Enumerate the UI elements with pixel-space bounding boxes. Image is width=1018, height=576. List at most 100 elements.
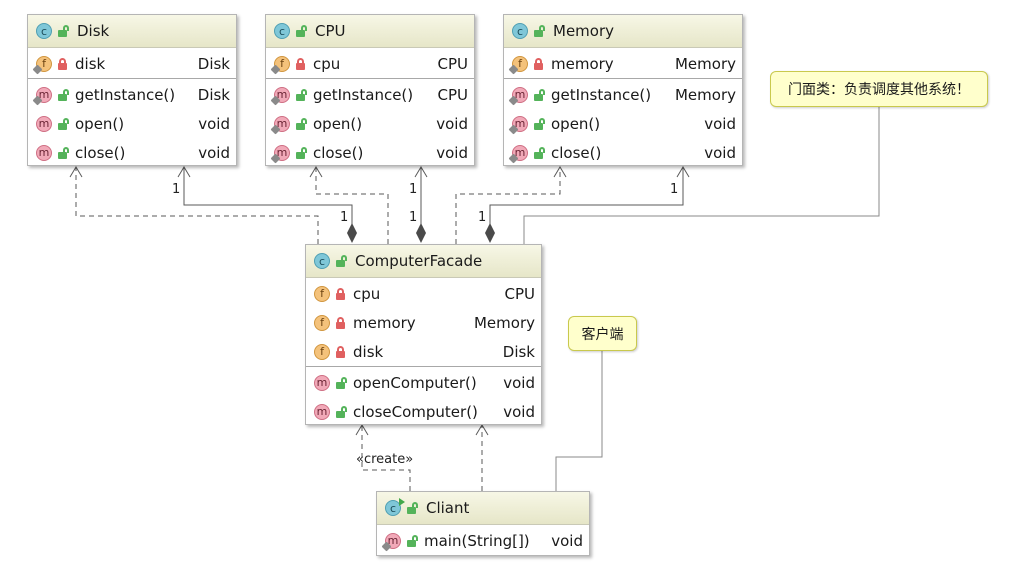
field-type: Memory (473, 313, 535, 332)
method-icon: m (270, 86, 290, 105)
field-name: memory (551, 54, 614, 73)
composition-facade-disk (183, 167, 353, 234)
field-name: disk (353, 342, 384, 361)
field-type: Memory (674, 54, 736, 73)
method-type: void (198, 143, 230, 162)
class-cpu[interactable]: c CPU f cpu CPU m getInstance() CPU m op… (265, 14, 475, 166)
field-name: cpu (353, 284, 381, 303)
method-row[interactable]: m close() void (28, 138, 236, 167)
class-name: CPU (315, 22, 346, 40)
field-row[interactable]: f disk Disk (306, 337, 541, 366)
field-icon: f (314, 285, 330, 302)
class-computer-facade-header[interactable]: c ComputerFacade (306, 245, 541, 278)
field-type: Disk (502, 342, 535, 361)
method-row[interactable]: m main(String[]) void (377, 526, 589, 555)
private-lock-icon (335, 316, 347, 329)
method-row[interactable]: m getInstance() Memory (504, 80, 742, 109)
field-row[interactable]: f cpu CPU (266, 49, 474, 78)
composition-diamond-cpu (416, 223, 426, 243)
field-icon: f (314, 343, 330, 360)
multiplicity-disk-bottom: 1 (340, 210, 349, 225)
note-link-client (555, 350, 603, 491)
facade-note[interactable]: 门面类：负责调度其他系统！ (770, 71, 988, 107)
method-type: void (436, 114, 468, 133)
field-type: Disk (197, 54, 230, 73)
private-lock-icon (533, 57, 545, 70)
method-type: Memory (674, 85, 736, 104)
dependency-facade-memory (455, 167, 561, 244)
class-cliant-header[interactable]: c Cliant (377, 492, 589, 525)
client-note[interactable]: 客户端 (568, 316, 637, 351)
field-row[interactable]: f memory Memory (504, 49, 742, 78)
public-lock-icon (335, 406, 347, 418)
field-name: disk (75, 54, 106, 73)
field-row[interactable]: f memory Memory (306, 308, 541, 337)
class-memory[interactable]: c Memory f memory Memory m getInstance()… (503, 14, 743, 166)
field-row[interactable]: f disk Disk (28, 49, 236, 78)
class-memory-header[interactable]: c Memory (504, 15, 742, 48)
method-type: void (704, 143, 736, 162)
method-icon: m (36, 144, 52, 161)
method-name: close() (551, 143, 602, 162)
create-stereotype-label: «create» (356, 452, 414, 467)
method-name: main(String[]) (424, 531, 530, 550)
method-row[interactable]: m open() void (266, 109, 474, 138)
field-icon: f (508, 55, 528, 74)
method-name: open() (75, 114, 125, 133)
method-row[interactable]: m openComputer() void (306, 368, 541, 397)
dependency-facade-cpu (315, 167, 389, 244)
method-icon: m (508, 86, 528, 105)
method-icon: m (270, 144, 290, 163)
public-lock-icon (533, 89, 545, 101)
composition-diamond-memory (485, 223, 495, 243)
public-lock-icon (335, 255, 347, 267)
composition-facade-memory (489, 167, 684, 234)
method-row[interactable]: m closeComputer() void (306, 397, 541, 426)
method-icon: m (314, 403, 330, 420)
method-row[interactable]: m open() void (504, 109, 742, 138)
field-type: CPU (504, 284, 536, 303)
method-name: close() (313, 143, 364, 162)
method-type: void (503, 402, 535, 421)
public-lock-icon (57, 118, 69, 130)
fields-section: f cpu CPU f memory Memory f disk Disk (306, 278, 541, 366)
method-row[interactable]: m open() void (28, 109, 236, 138)
private-lock-icon (335, 287, 347, 300)
multiplicity-memory-bottom: 1 (478, 210, 487, 225)
field-icon: f (314, 314, 330, 331)
method-icon: m (314, 374, 330, 391)
method-row[interactable]: m close() void (266, 138, 474, 167)
class-name: ComputerFacade (355, 252, 483, 270)
class-name: Disk (77, 22, 110, 40)
public-lock-icon (57, 147, 69, 159)
method-icon: m (508, 144, 528, 163)
method-type: void (198, 114, 230, 133)
field-name: cpu (313, 54, 341, 73)
method-icon: m (508, 115, 528, 134)
method-name: openComputer() (353, 373, 477, 392)
class-cpu-header[interactable]: c CPU (266, 15, 474, 48)
public-lock-icon (533, 118, 545, 130)
method-row[interactable]: m getInstance() Disk (28, 80, 236, 109)
method-name: getInstance() (551, 85, 652, 104)
method-name: getInstance() (313, 85, 414, 104)
class-disk[interactable]: c Disk f disk Disk m getInstance() Disk … (27, 14, 237, 166)
method-row[interactable]: m close() void (504, 138, 742, 167)
composition-diamond-disk (347, 223, 357, 243)
fields-section: f disk Disk (28, 48, 236, 78)
method-name: closeComputer() (353, 402, 478, 421)
field-name: memory (353, 313, 416, 332)
method-icon: m (381, 532, 401, 551)
dependency-client-facade-create (361, 425, 411, 491)
class-disk-header[interactable]: c Disk (28, 15, 236, 48)
class-computer-facade[interactable]: c ComputerFacade f cpu CPU f memory Memo… (305, 244, 542, 425)
public-lock-icon (57, 25, 69, 37)
class-cliant[interactable]: c Cliant m main(String[]) void (376, 491, 590, 556)
method-name: getInstance() (75, 85, 176, 104)
method-name: open() (551, 114, 601, 133)
field-row[interactable]: f cpu CPU (306, 279, 541, 308)
method-row[interactable]: m getInstance() CPU (266, 80, 474, 109)
method-type: void (704, 114, 736, 133)
multiplicity-cpu-top: 1 (409, 182, 418, 197)
private-lock-icon (57, 57, 69, 70)
